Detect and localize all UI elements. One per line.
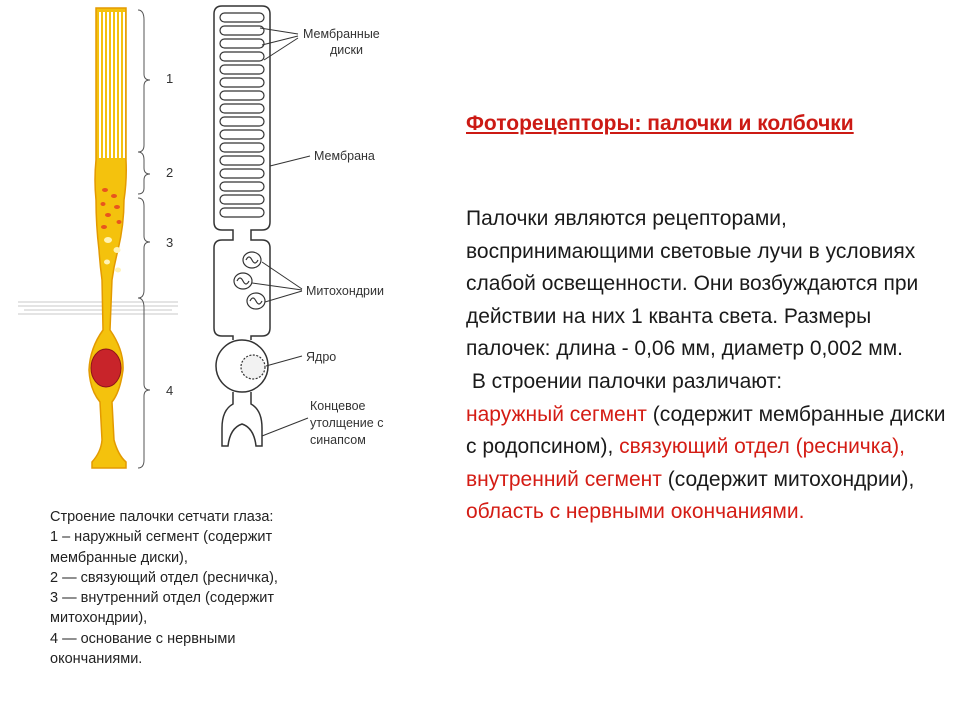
term-connecting-part: связующий отдел (ресничка), (619, 435, 905, 459)
caption-line: 1 – наружный сегмент (содержит (50, 529, 273, 546)
label-terminal: Концевое утолщение с синапсом (310, 399, 387, 447)
segment-brackets (137, 9, 151, 469)
term-nerve-endings: область с нервными окончаниями. (466, 500, 805, 524)
vesicles (104, 237, 121, 273)
outer-segment-teeth (99, 12, 125, 158)
mitochondria (233, 251, 266, 310)
caption-line: окончаниями. (50, 651, 143, 668)
segment-number-2: 2 (166, 165, 173, 180)
outer-segment-note: (содержит мембранные диски с родопсином)… (466, 402, 946, 459)
inclusions (100, 188, 122, 229)
nucleus (90, 348, 122, 388)
rod-illustration (88, 7, 127, 469)
membrane-lines (18, 301, 178, 315)
membrane-discs (219, 12, 265, 218)
label-membrane-discs: Мембранные диски (303, 27, 383, 57)
segment-number-4: 4 (166, 383, 173, 398)
segment-number-3: 3 (166, 235, 173, 250)
outer-segment-outline (222, 5, 271, 340)
term-outer-segment: наружный сегмент (466, 402, 647, 426)
synaptic-terminal-outline (221, 392, 263, 447)
segment-number-1: 1 (166, 71, 173, 86)
inner-segment-note: (содержит митохондрии), (667, 467, 915, 491)
nucleus-outline (240, 354, 266, 380)
caption-line: митохондрии), (50, 610, 148, 627)
figure-caption: Строение палочки сетчати глаза: 1 – нару… (50, 507, 380, 669)
rod-structure-diagram: 1 2 3 4 (18, 5, 387, 469)
rod-schematic (213, 5, 271, 447)
caption-line: 2 — связующий отдел (ресничка), (50, 569, 278, 586)
caption-line: 4 — основание с нервными (50, 630, 236, 647)
body-text: Палочки являются рецепторами, воспринима… (466, 203, 946, 529)
label-nucleus: Ядро (306, 350, 336, 364)
structure-lead: В строении палочки различают: (471, 369, 783, 393)
intro-paragraph: Палочки являются рецепторами, воспринима… (466, 207, 919, 361)
caption-line: Строение палочки сетчати глаза: (50, 509, 274, 525)
caption-line: мембранные диски), (50, 549, 188, 566)
slide-title: Фоторецепторы: палочки и колбочки (466, 112, 854, 135)
leader-lines (251, 27, 311, 437)
label-mitochondria: Митохондрии (306, 284, 384, 298)
term-inner-segment: внутренний сегмент (466, 467, 662, 491)
caption-line: 3 — внутренний отдел (содержит (50, 590, 275, 607)
cell-body-outline (215, 339, 269, 393)
label-membrane: Мембрана (314, 149, 375, 163)
